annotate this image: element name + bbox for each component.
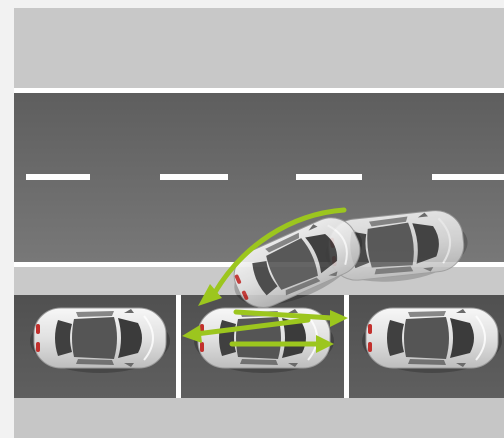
sidewalk-bottom bbox=[14, 398, 504, 438]
parked-car-left-icon bbox=[30, 308, 170, 373]
sidewalk-top bbox=[14, 8, 504, 88]
road-edge-line-top bbox=[14, 88, 504, 93]
bay-divider bbox=[344, 295, 349, 398]
parked-car-right-icon bbox=[362, 308, 502, 373]
lane-dash bbox=[26, 174, 90, 180]
lane-dash bbox=[296, 174, 362, 180]
lane-dash bbox=[160, 174, 228, 180]
bay-divider bbox=[176, 295, 181, 398]
lane-dash bbox=[432, 174, 504, 180]
